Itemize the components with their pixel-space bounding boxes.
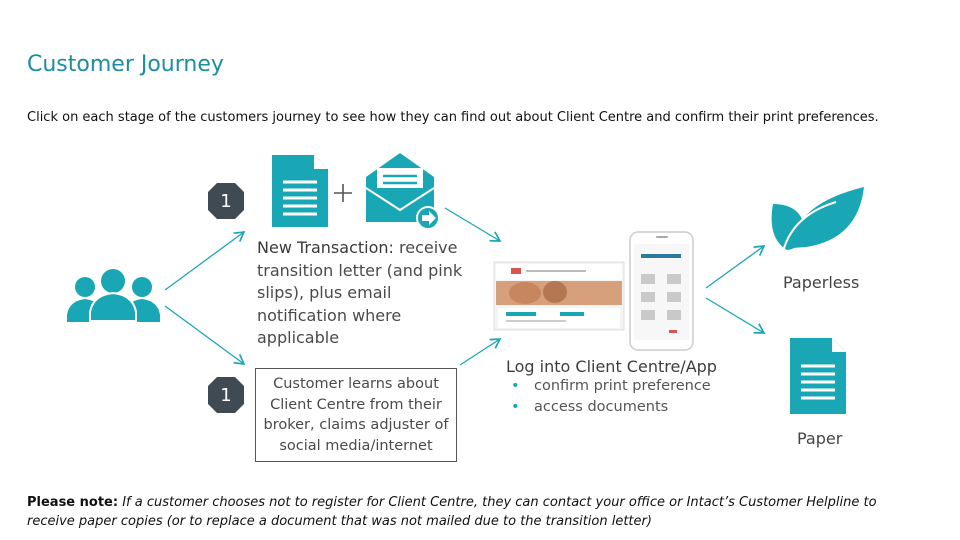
footer-note: Please note: If a customer chooses not t…: [27, 494, 927, 531]
journey-diagram: 1 1 New Transaction: receive transition …: [0, 140, 960, 480]
login-stage[interactable]: Log into Client Centre/App confirm print…: [506, 357, 717, 417]
login-title: Log into Client Centre/App: [506, 357, 717, 376]
stage-broker-box[interactable]: Customer learns about Client Centre from…: [255, 368, 457, 462]
stage-badge-bottom[interactable]: 1: [207, 376, 245, 414]
outcome-paper[interactable]: Paper: [797, 429, 843, 448]
laptop-screen-icon: [493, 261, 625, 331]
leaf-icon: [771, 187, 864, 257]
page-title: Customer Journey: [27, 52, 224, 77]
badge-number: 1: [220, 190, 232, 212]
badge-number: 1: [220, 384, 232, 406]
outcome-paperless[interactable]: Paperless: [783, 273, 860, 292]
document-icon: [272, 155, 328, 227]
paper-icon: [790, 338, 846, 414]
stage-broker-text: Customer learns about Client Centre from…: [263, 376, 449, 454]
login-item-access-documents: access documents: [511, 397, 717, 418]
login-item-print-preference: confirm print preference: [511, 376, 717, 397]
stage-badge-top[interactable]: 1: [207, 182, 245, 220]
email-icon: [365, 153, 440, 230]
plus-icon: [334, 184, 352, 202]
note-label: Please note:: [27, 495, 119, 510]
stage-title: New Transaction:: [257, 238, 394, 257]
instruction-text: Click on each stage of the customers jou…: [27, 110, 879, 125]
diagram-graphics: [67, 153, 864, 414]
people-icon: [67, 267, 160, 322]
stage-description: receive transition letter (and pink slip…: [257, 238, 463, 347]
login-list: confirm print preference access document…: [506, 376, 717, 417]
phone-icon: [629, 231, 694, 351]
note-text: If a customer chooses not to register fo…: [27, 495, 877, 529]
stage-new-transaction[interactable]: New Transaction: receive transition lett…: [257, 237, 467, 350]
